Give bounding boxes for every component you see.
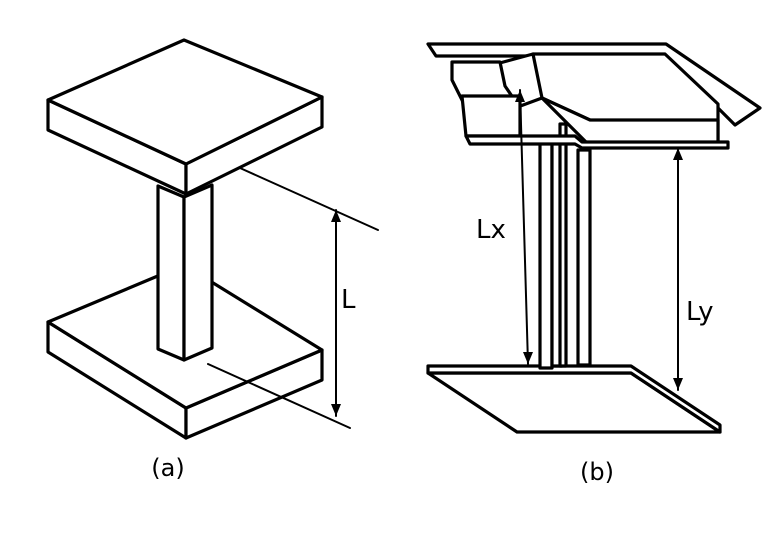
top-beam-b	[426, 42, 762, 150]
figure-b: Lx Ly (b)	[426, 42, 762, 486]
dimension-lx	[515, 89, 533, 365]
dimension-l	[331, 209, 341, 417]
top-plate-a	[46, 38, 324, 196]
caption-b: (b)	[580, 458, 614, 486]
dimension-ly	[673, 147, 683, 391]
column-a	[156, 183, 214, 362]
extension-line-bottom-a	[207, 363, 351, 429]
length-x-label: Lx	[476, 215, 506, 245]
bottom-plate-b	[426, 364, 722, 434]
caption-a: (a)	[151, 454, 184, 482]
extension-line-top-a	[239, 167, 379, 231]
figure-a: L (a)	[46, 38, 379, 482]
length-y-label: Ly	[686, 297, 714, 327]
length-label-a: L	[341, 285, 356, 315]
column-b	[538, 122, 592, 370]
